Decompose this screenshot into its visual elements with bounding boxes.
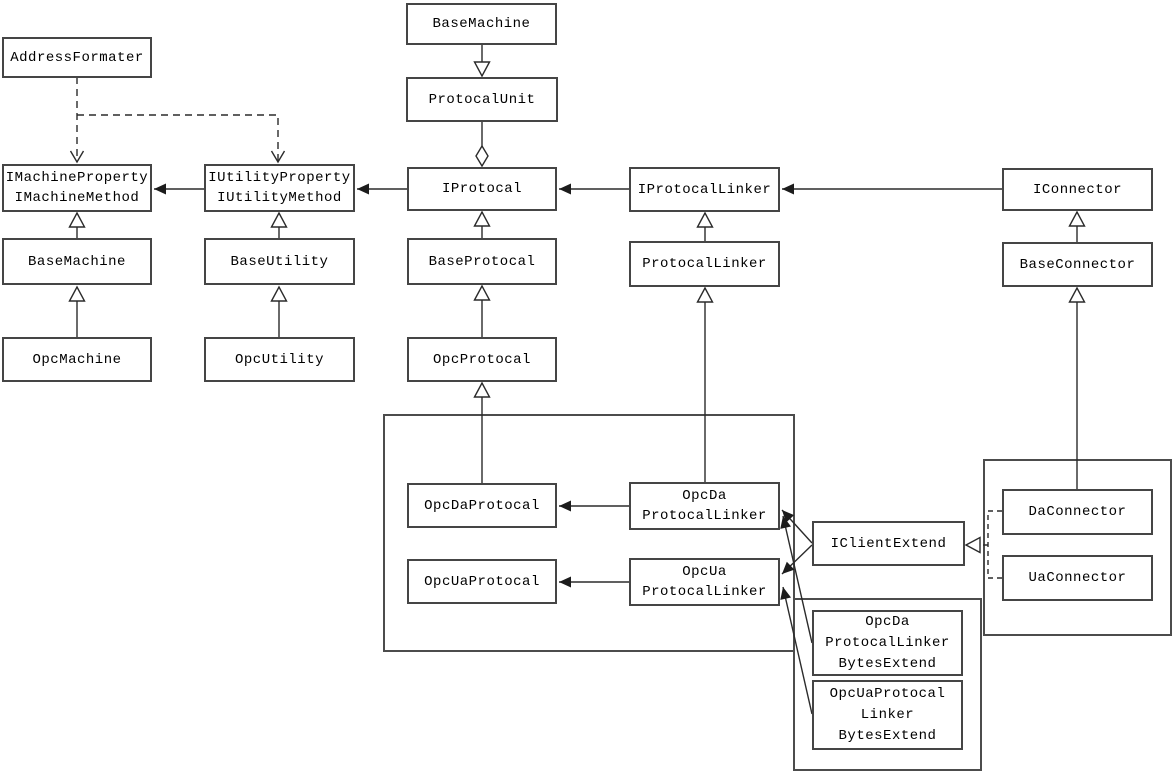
class-box-da-connector: DaConnector — [1002, 489, 1153, 535]
class-box-opc-ua-protocal-linker: OpcUa ProtocalLinker — [629, 558, 780, 606]
class-box-base-machine-root: BaseMachine — [406, 3, 557, 45]
class-box-opc-da-protocal: OpcDaProtocal — [407, 483, 557, 528]
interface-box-iclient-extend: IClientExtend — [812, 521, 965, 566]
class-box-opc-da-protocal-linker-bytes-extend: OpcDa ProtocalLinker BytesExtend — [812, 610, 963, 676]
class-box-opc-protocal: OpcProtocal — [407, 337, 557, 382]
interface-box-iutility: IUtilityProperty IUtilityMethod — [204, 164, 355, 212]
class-box-opc-ua-protocal-linker-bytes-extend: OpcUaProtocal Linker BytesExtend — [812, 680, 963, 750]
group-box-connectors — [983, 459, 1172, 636]
class-box-ua-connector: UaConnector — [1002, 555, 1153, 601]
class-box-protocal-linker: ProtocalLinker — [629, 241, 780, 287]
class-box-opc-da-protocal-linker: OpcDa ProtocalLinker — [629, 482, 780, 530]
class-box-opc-utility: OpcUtility — [204, 337, 355, 382]
class-box-base-machine: BaseMachine — [2, 238, 152, 285]
interface-box-iconnector: IConnector — [1002, 168, 1153, 211]
class-box-opc-machine: OpcMachine — [2, 337, 152, 382]
group-box-opc-protocal-implementations — [383, 414, 795, 652]
interface-box-iprotocal-linker: IProtocalLinker — [629, 167, 780, 212]
class-box-address-formater: AddressFormater — [2, 37, 152, 78]
interface-box-iprotocal: IProtocal — [407, 167, 557, 211]
class-box-base-connector: BaseConnector — [1002, 242, 1153, 287]
class-box-protocal-unit: ProtocalUnit — [406, 77, 558, 122]
dependency-edges — [69, 77, 286, 164]
class-box-base-utility: BaseUtility — [204, 238, 355, 285]
interface-box-imachine: IMachineProperty IMachineMethod — [2, 164, 152, 212]
class-box-opc-ua-protocal: OpcUaProtocal — [407, 559, 557, 604]
class-box-base-protocal: BaseProtocal — [407, 238, 557, 285]
